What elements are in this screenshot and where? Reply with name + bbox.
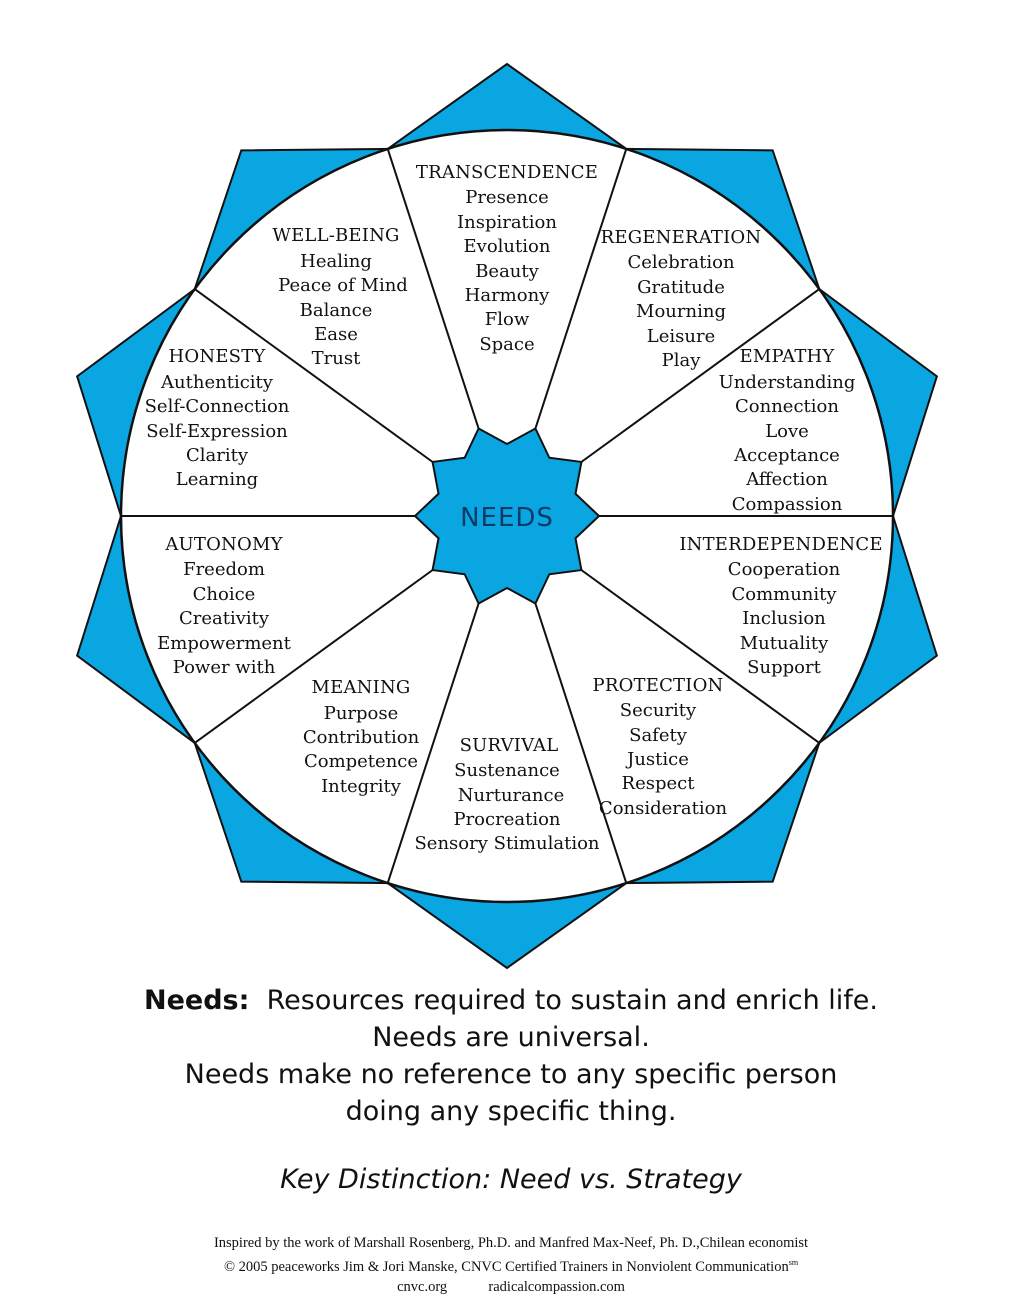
- segment-item: Creativity: [179, 608, 270, 629]
- definition-line: doing any specific thing.: [345, 1096, 677, 1127]
- definition-line: Needs are universal.: [372, 1022, 650, 1053]
- credit-line: Inspired by the work of Marshall Rosenbe…: [213, 1235, 809, 1251]
- segment-item: Trust: [312, 348, 361, 369]
- segment-interdependence: INTERDEPENDENCE Cooperation Community In…: [679, 534, 882, 678]
- segment-item: Peace of Mind: [278, 275, 408, 296]
- segment-item: Beauty: [475, 261, 539, 282]
- segment-item: Harmony: [465, 285, 551, 306]
- segment-item: Healing: [300, 251, 372, 272]
- segment-item: Procreation: [453, 809, 560, 830]
- segment-item: Gratitude: [637, 277, 725, 298]
- segment-item: Contribution: [303, 727, 420, 748]
- segment-item: Celebration: [627, 252, 735, 273]
- segment-item: Compassion: [732, 494, 843, 515]
- segment-item: Support: [747, 657, 821, 678]
- segment-item: Safety: [629, 725, 688, 746]
- segment-item: Leisure: [647, 326, 715, 347]
- definition-term: Needs:: [144, 985, 250, 1016]
- wheel-spoke: [532, 148, 628, 437]
- segment-item: Affection: [745, 469, 828, 490]
- segment-item: Nurturance: [458, 785, 564, 806]
- segment-item: Consideration: [599, 798, 728, 819]
- website-radicalcompassion: radicalcompassion.com: [488, 1278, 625, 1295]
- segment-item: Balance: [300, 300, 373, 321]
- segment-item: Evolution: [464, 236, 551, 257]
- segment-item: Cooperation: [728, 559, 841, 580]
- segment-item: Presence: [465, 187, 549, 208]
- segment-item: Mourning: [636, 301, 726, 322]
- credits-footer: Inspired by the work of Marshall Rosenbe…: [0, 1233, 1022, 1297]
- segment-title: WELL-BEING: [272, 225, 399, 246]
- segment-item: Love: [765, 421, 809, 442]
- segment-item: Power with: [173, 657, 276, 678]
- service-mark: sm: [788, 1258, 799, 1267]
- segment-item: Integrity: [321, 776, 402, 797]
- needs-wheel-diagram: NEEDS TRANSCENDENCE Presence Inspiration…: [75, 62, 939, 970]
- segment-item: Flow: [485, 309, 530, 330]
- segment-item: Choice: [193, 584, 256, 605]
- segment-item: Purpose: [324, 703, 399, 724]
- segment-item: Security: [620, 700, 697, 721]
- segment-survival: SURVIVAL Sustenance Nurturance Procreati…: [414, 735, 599, 854]
- definition-line: Needs make no reference to any specific …: [184, 1059, 838, 1090]
- segment-title: EMPATHY: [739, 346, 835, 367]
- segment-regeneration: REGENERATION Celebration Gratitude Mourn…: [601, 227, 762, 371]
- segment-item: Inclusion: [742, 608, 826, 629]
- segment-title: MEANING: [312, 677, 411, 698]
- definition-line: Needs: Resources required to sustain and…: [0, 982, 1022, 1019]
- wheel-spoke: [194, 288, 440, 468]
- needs-definition: Needs: Resources required to sustain and…: [0, 982, 1022, 1130]
- segment-empathy: EMPATHY Understanding Connection Love Ac…: [719, 346, 856, 515]
- segment-item: Self-Connection: [145, 396, 290, 417]
- segment-item: Connection: [735, 396, 839, 417]
- segment-well-being: WELL-BEING Healing Peace of Mind Balance…: [272, 225, 407, 369]
- segment-item: Space: [479, 334, 534, 355]
- website-cnvc: cnvc.org: [397, 1278, 448, 1295]
- wheel-spoke: [532, 595, 628, 884]
- segment-item: Sustenance: [454, 760, 560, 781]
- segment-item: Inspiration: [457, 212, 557, 233]
- segment-transcendence: TRANSCENDENCE Presence Inspiration Evolu…: [416, 162, 598, 355]
- segment-title: HONESTY: [169, 346, 267, 367]
- segment-title: TRANSCENDENCE: [416, 162, 598, 183]
- wheel-spoke: [386, 595, 482, 884]
- wheel-spoke: [386, 148, 482, 437]
- segment-item: Play: [662, 350, 702, 371]
- segment-item: Clarity: [186, 445, 249, 466]
- definition-text: Resources required to sustain and enrich…: [266, 985, 878, 1016]
- segment-title: AUTONOMY: [164, 534, 283, 555]
- website-links: cnvc.org radicalcompassion.com: [0, 1277, 1022, 1297]
- wheel-spoke: [194, 564, 440, 744]
- key-distinction: Key Distinction: Need vs. Strategy: [280, 1164, 742, 1195]
- segment-autonomy: AUTONOMY Freedom Choice Creativity Empow…: [157, 534, 292, 678]
- segment-item: Ease: [314, 324, 358, 345]
- segment-item: Sensory Stimulation: [414, 833, 599, 854]
- center-star-shape: [413, 427, 601, 605]
- segment-title: INTERDEPENDENCE: [679, 534, 882, 555]
- segment-honesty: HONESTY Authenticity Self-Connection Sel…: [145, 346, 290, 490]
- center-label: NEEDS: [460, 503, 554, 533]
- segment-item: Mutuality: [740, 633, 829, 654]
- segment-item: Competence: [304, 751, 418, 772]
- segment-item: Community: [731, 584, 837, 605]
- segment-item: Authenticity: [160, 372, 274, 393]
- segment-protection: PROTECTION Security Safety Justice Respe…: [593, 675, 728, 819]
- segment-item: Justice: [625, 749, 689, 770]
- wheel-spoke: [574, 564, 820, 744]
- segment-item: Understanding: [719, 372, 856, 393]
- segment-title: SURVIVAL: [460, 735, 559, 756]
- wheel-spoke: [574, 288, 820, 468]
- segment-item: Freedom: [183, 559, 265, 580]
- segment-item: Learning: [176, 469, 258, 490]
- segment-title: REGENERATION: [601, 227, 762, 248]
- segment-item: Empowerment: [157, 633, 292, 654]
- segment-item: Self-Expression: [146, 421, 288, 442]
- segment-meaning: MEANING Purpose Contribution Competence …: [303, 677, 420, 797]
- segment-item: Respect: [622, 773, 696, 794]
- copyright-text: © 2005 peaceworks Jim & Jori Manske, CNV…: [223, 1258, 789, 1275]
- copyright-line: © 2005 peaceworks Jim & Jori Manske, CNV…: [0, 1253, 1022, 1277]
- segment-item: Acceptance: [733, 445, 840, 466]
- wheel-spokes: [121, 148, 893, 884]
- segment-title: PROTECTION: [593, 675, 724, 696]
